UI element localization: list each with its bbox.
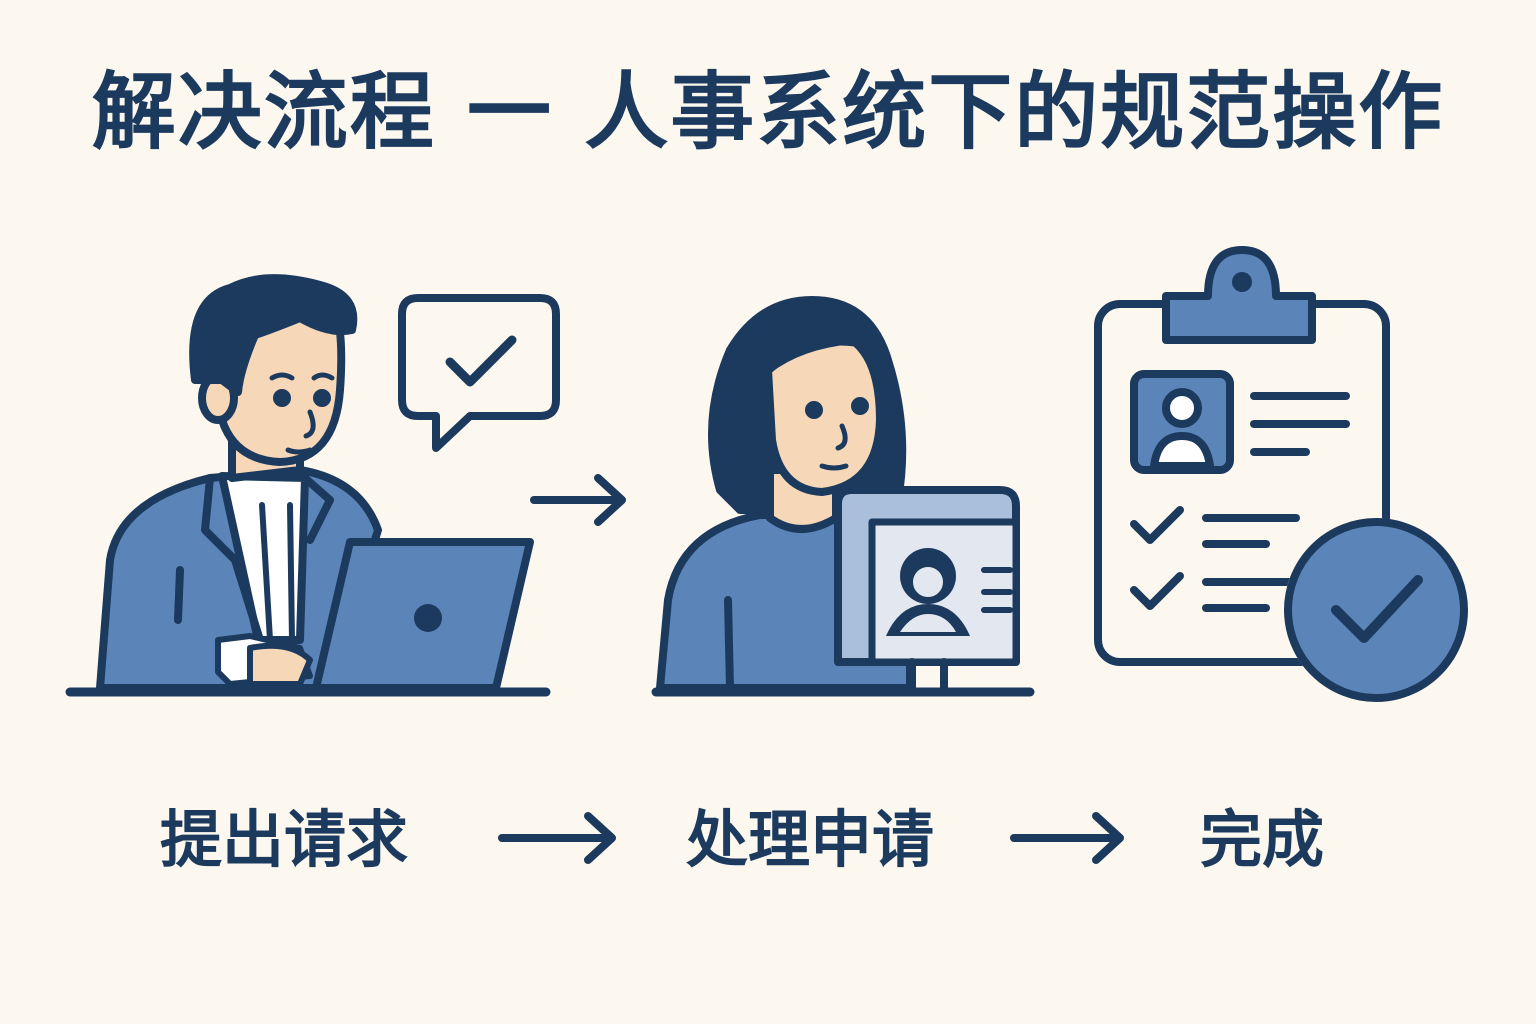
arrow-right-icon	[498, 812, 616, 864]
arrow-right-icon	[530, 474, 626, 526]
step-label-process: 处理申请	[686, 803, 935, 876]
step-label-complete: 完成	[1200, 803, 1325, 876]
check-icon	[445, 335, 517, 387]
clipboard-check-icon	[1094, 246, 1468, 702]
step-label-request: 提出请求	[160, 803, 409, 876]
page-title: 解决流程 一 人事系统下的规范操作	[91, 63, 1445, 161]
clipboard-clip	[1162, 246, 1316, 344]
arrow-right-icon	[1010, 812, 1124, 864]
check-badge	[1284, 518, 1468, 702]
man-hair	[189, 274, 358, 396]
check-mark-icon	[1331, 575, 1423, 643]
employee-laptop-icon	[65, 274, 560, 697]
hr-staff-computer-icon	[651, 296, 1035, 697]
